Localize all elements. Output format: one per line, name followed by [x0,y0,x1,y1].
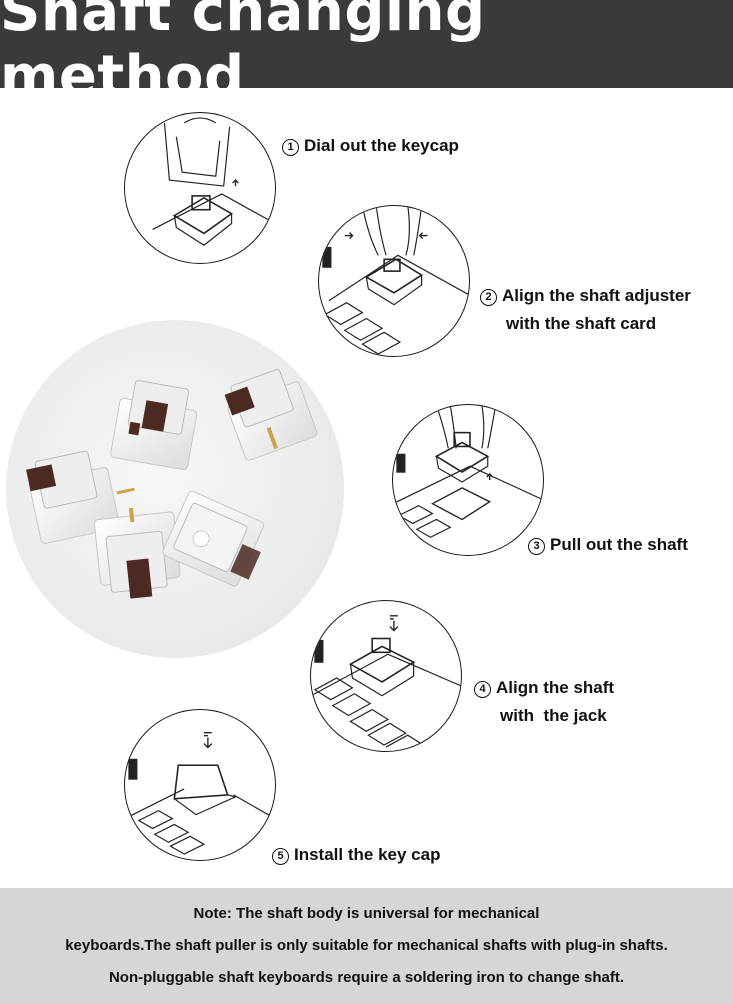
page-title: Shaft changing method [0,0,486,109]
step-1-illustration [124,112,276,264]
step-3-number: 3 [528,538,545,555]
step-2-number: 2 [480,289,497,306]
step-4-illustration [310,600,462,752]
step-5-label: 5 Install the key cap [272,841,440,869]
step-3-label: 3 Pull out the shaft [528,531,688,559]
step-2-text-line-1: Align the shaft adjuster [502,286,691,305]
note-line-3: Non-pluggable shaft keyboards require a … [108,969,625,986]
title-banner: Shaft changing method [0,0,733,109]
step-2-text-line-2: with the shaft card [506,314,657,333]
step-4-label: 4 Align the shaft with the jack [474,674,614,730]
step-4-text-line-2: with the jack [500,706,607,725]
note-line-2: keyboards.The shaft puller is only suita… [65,937,668,954]
step-2-illustration [318,205,470,357]
step-3-text: Pull out the shaft [550,535,688,554]
note-box: Note: The shaft body is universal for me… [0,888,733,1004]
step-5-text: Install the key cap [294,845,441,864]
switches-photo [6,320,344,658]
step-1-number: 1 [282,139,299,156]
step-5-illustration [124,709,276,861]
step-2-label: 2 Align the shaft adjuster with the shaft… [480,282,691,338]
step-1-label: 1 Dial out the keycap [282,132,459,160]
step-5-number: 5 [272,848,289,865]
note-line-1: Note: The shaft body is universal for me… [193,905,540,922]
step-4-number: 4 [474,681,491,698]
step-3-illustration [392,404,544,556]
step-4-text-line-1: Align the shaft [496,678,615,697]
step-1-text: Dial out the keycap [304,136,459,155]
